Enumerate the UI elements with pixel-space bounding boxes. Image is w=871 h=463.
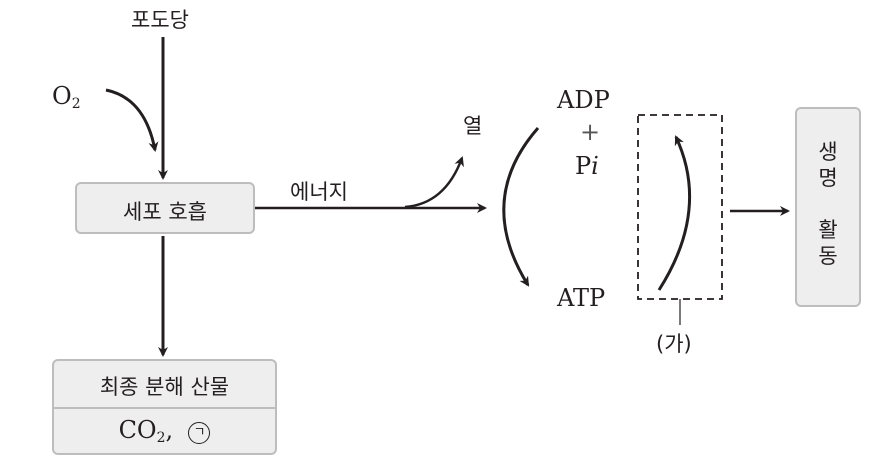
end-products-box: 최종 분해 산물 CO2, ㄱ (52, 359, 277, 455)
cell-respiration-label: 세포 호흡 (123, 200, 207, 224)
process-ga-box (637, 114, 723, 300)
pi-i: i (591, 152, 599, 180)
adp-label: ADP (557, 86, 610, 114)
life-activity-line2: 활동 (818, 218, 838, 268)
heat-arrow (404, 156, 464, 209)
separator: , (165, 416, 174, 444)
process-ga-label: (가) (656, 332, 692, 356)
pi-p: P (575, 152, 592, 180)
co2-subscript: 2 (156, 430, 166, 446)
glucose-label: 포도당 (131, 8, 189, 32)
plus-label: + (580, 118, 601, 146)
oxygen-symbol: O (52, 82, 72, 110)
atp-hydrolysis-arrow (657, 135, 692, 291)
oxygen-arrow (105, 88, 159, 152)
cell-respiration-box: 세포 호흡 (75, 182, 255, 234)
end-products-title: 최종 분해 산물 (99, 375, 230, 399)
life-activity-line1: 생명 (818, 140, 838, 190)
co2-symbol: CO (118, 416, 157, 444)
life-activity-box: 생명 활동 (795, 107, 861, 307)
heat-label: 열 (463, 114, 483, 138)
atp-synthesis-arrow (502, 127, 540, 287)
end-products-divider (54, 407, 275, 409)
oxygen-label: O2 (52, 82, 81, 112)
energy-label: 에너지 (290, 180, 348, 204)
unknown-product-marker: ㄱ (188, 422, 211, 444)
oxygen-subscript: 2 (71, 96, 81, 112)
pi-label: Pi (575, 152, 599, 180)
end-products-values: CO2, ㄱ (54, 416, 275, 446)
atp-label: ATP (557, 284, 606, 312)
